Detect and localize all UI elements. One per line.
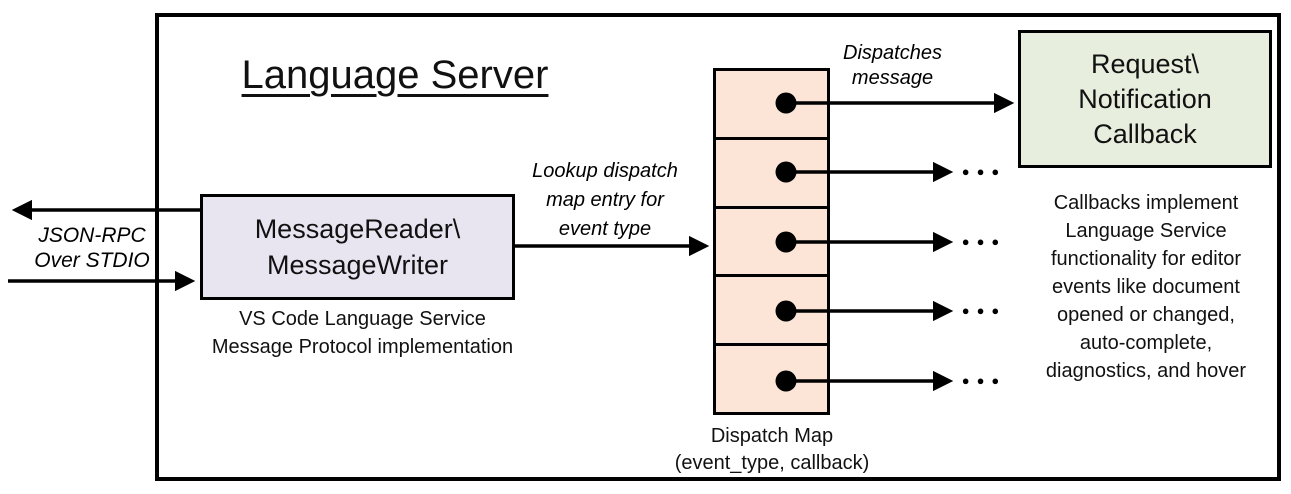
more-callbacks-ellipsis: ●●● [961,164,1007,179]
dispatch-map-cell [716,209,827,278]
callbacks-description-line: Language Service [1065,220,1227,242]
dispatch-map-caption-line: (event_type, callback) [674,452,870,474]
callbacks-description-line: auto-complete, [1079,332,1213,354]
dispatches-message-label: Dispatches message [810,41,975,91]
reader-writer-caption-line: Message Protocol implementation [211,336,514,358]
reader-writer-caption-line: VS Code Language Service [239,308,486,330]
message-reader-writer-label: MessageWriter [266,250,449,280]
callbacks-description-line: Callbacks implement [1053,192,1239,214]
json-rpc-stdio-label: JSON-RPC Over STDIO [12,223,172,273]
dispatch-map-cell [716,140,827,209]
more-callbacks-ellipsis: ●●● [961,373,1007,388]
json-rpc-label-line: JSON-RPC [38,224,146,247]
language-server-boundary [155,13,1281,481]
callbacks-description-line: diagnostics, and hover [1045,360,1247,382]
dispatch-map-cell [716,277,827,347]
callbacks-description: Callbacks implement Language Service fun… [1014,189,1278,385]
callback-box-label-line: Request\ [1090,48,1200,79]
dispatch-map-cell [716,71,827,140]
callbacks-description-line: events like document [1052,276,1240,298]
lookup-dispatch-label-line: Lookup dispatch [532,160,678,182]
lookup-dispatch-label: Lookup dispatch map entry for event type [500,157,710,244]
json-rpc-label-line: Over STDIO [34,249,150,272]
dispatch-map-caption-line: Dispatch Map [710,425,834,447]
callbacks-description-line: functionality for editor [1050,248,1242,270]
request-notification-callback-box: Request\ Notification Callback [1018,30,1272,168]
dispatch-map-table [713,68,830,415]
callbacks-description-line: opened or changed, [1057,304,1235,326]
lookup-dispatch-label-line: event type [558,218,652,240]
dispatch-map-cell [716,346,827,412]
message-reader-writer-box: MessageReader\ MessageWriter [200,194,515,300]
dispatches-message-label-line: message [851,67,934,89]
more-callbacks-ellipsis: ●●● [961,234,1007,249]
callback-box-label-line: Notification [1078,83,1212,114]
message-reader-writer-label: MessageReader\ [254,214,461,244]
reader-writer-caption: VS Code Language Service Message Protoco… [195,305,530,361]
lookup-dispatch-label-line: map entry for [546,189,664,211]
dispatches-message-label-line: Dispatches [843,42,942,64]
more-callbacks-ellipsis: ●●● [961,303,1007,318]
dispatch-map-caption: Dispatch Map (event_type, callback) [652,423,892,477]
callback-box-label-line: Callback [1093,118,1197,149]
diagram-title: Language Server [241,53,549,97]
